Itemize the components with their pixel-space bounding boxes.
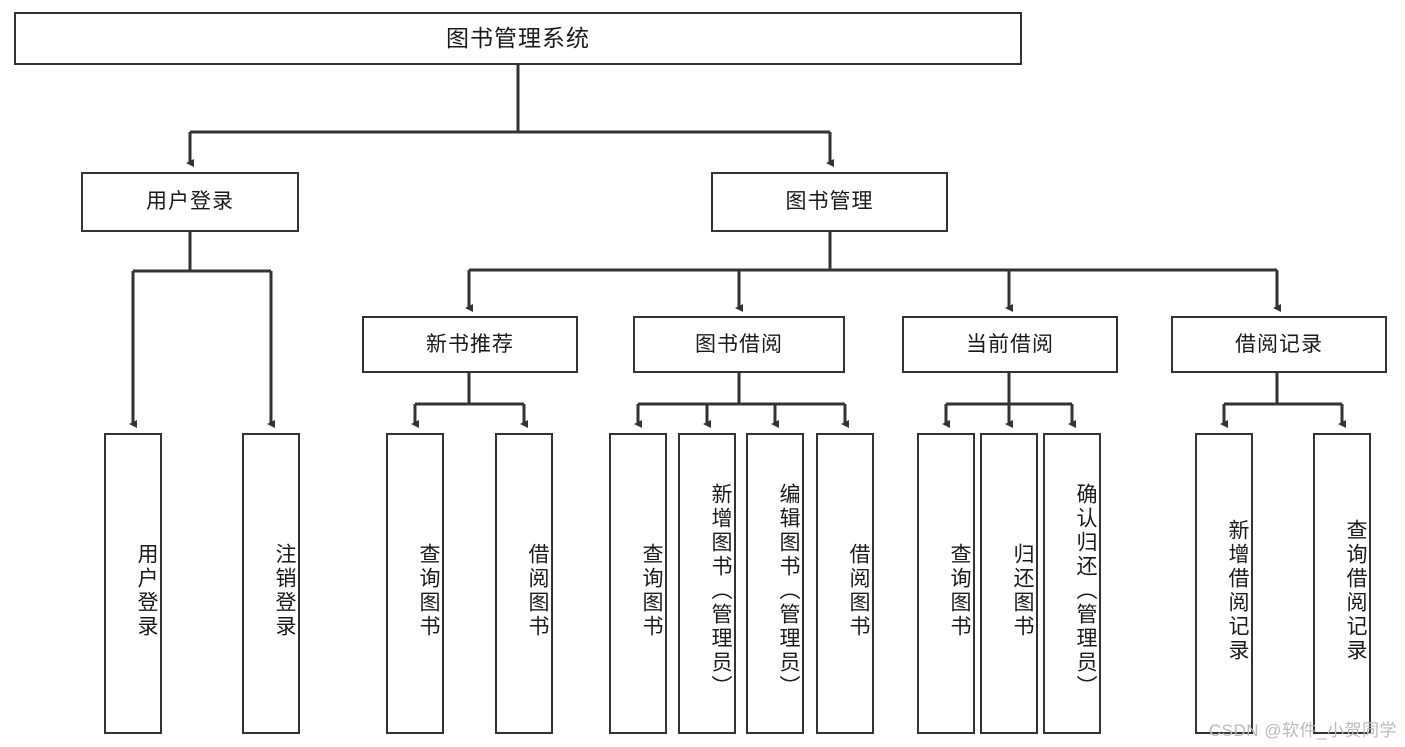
leaf-br-add-record[interactable]: 新增借阅记录 [1195,433,1253,734]
node-current-borrow-label: 当前借阅 [966,332,1054,356]
leaf-cb-query-book[interactable]: 查询图书 [917,433,975,734]
leaf-cb-query-book-label: 查询图书 [948,542,971,639]
node-book-manage-label: 图书管理 [785,190,874,214]
node-book-borrow[interactable]: 图书借阅 [633,316,845,373]
leaf-bb-borrow-book-label: 借阅图书 [847,542,870,639]
node-user-login[interactable]: 用户登录 [81,172,299,232]
leaf-nb-borrow-book[interactable]: 借阅图书 [495,433,553,734]
leaf-logout-label: 注销登录 [273,542,296,639]
leaf-user-login[interactable]: 用户登录 [104,433,162,734]
leaf-cb-return-book[interactable]: 归还图书 [980,433,1038,734]
leaf-bb-query-book-label: 查询图书 [640,542,663,639]
leaf-cb-return-book-label: 归还图书 [1011,542,1034,639]
leaf-nb-query-book-label: 查询图书 [417,542,440,639]
leaf-cb-confirm-return-label: 确认归还（管理员） [1074,482,1097,699]
leaf-br-query-record[interactable]: 查询借阅记录 [1313,433,1371,734]
leaf-cb-confirm-return[interactable]: 确认归还（管理员） [1043,433,1101,734]
node-root-label: 图书管理系统 [446,24,590,51]
leaf-bb-add-book[interactable]: 新增图书（管理员） [678,433,736,734]
leaf-bb-edit-book[interactable]: 编辑图书（管理员） [746,433,804,734]
leaf-user-login-label: 用户登录 [135,542,158,639]
node-new-book-recommend-label: 新书推荐 [426,332,514,356]
node-borrow-record[interactable]: 借阅记录 [1171,316,1387,373]
node-book-borrow-label: 图书借阅 [695,332,783,356]
leaf-logout[interactable]: 注销登录 [242,433,300,734]
leaf-bb-add-book-label: 新增图书（管理员） [709,482,732,699]
node-new-book-recommend[interactable]: 新书推荐 [362,316,578,373]
node-book-manage[interactable]: 图书管理 [711,172,948,232]
leaf-br-query-record-label: 查询借阅记录 [1344,518,1367,663]
node-user-login-label: 用户登录 [146,190,234,214]
leaf-bb-query-book[interactable]: 查询图书 [609,433,667,734]
watermark: CSDN @软件_小贺同学 [1208,721,1397,740]
leaf-bb-edit-book-label: 编辑图书（管理员） [777,482,800,699]
leaf-nb-borrow-book-label: 借阅图书 [526,542,549,639]
leaf-bb-borrow-book[interactable]: 借阅图书 [816,433,874,734]
node-borrow-record-label: 借阅记录 [1235,332,1323,356]
node-current-borrow[interactable]: 当前借阅 [902,316,1118,373]
leaf-br-add-record-label: 新增借阅记录 [1226,518,1249,663]
leaf-nb-query-book[interactable]: 查询图书 [386,433,444,734]
node-root[interactable]: 图书管理系统 [14,12,1022,65]
